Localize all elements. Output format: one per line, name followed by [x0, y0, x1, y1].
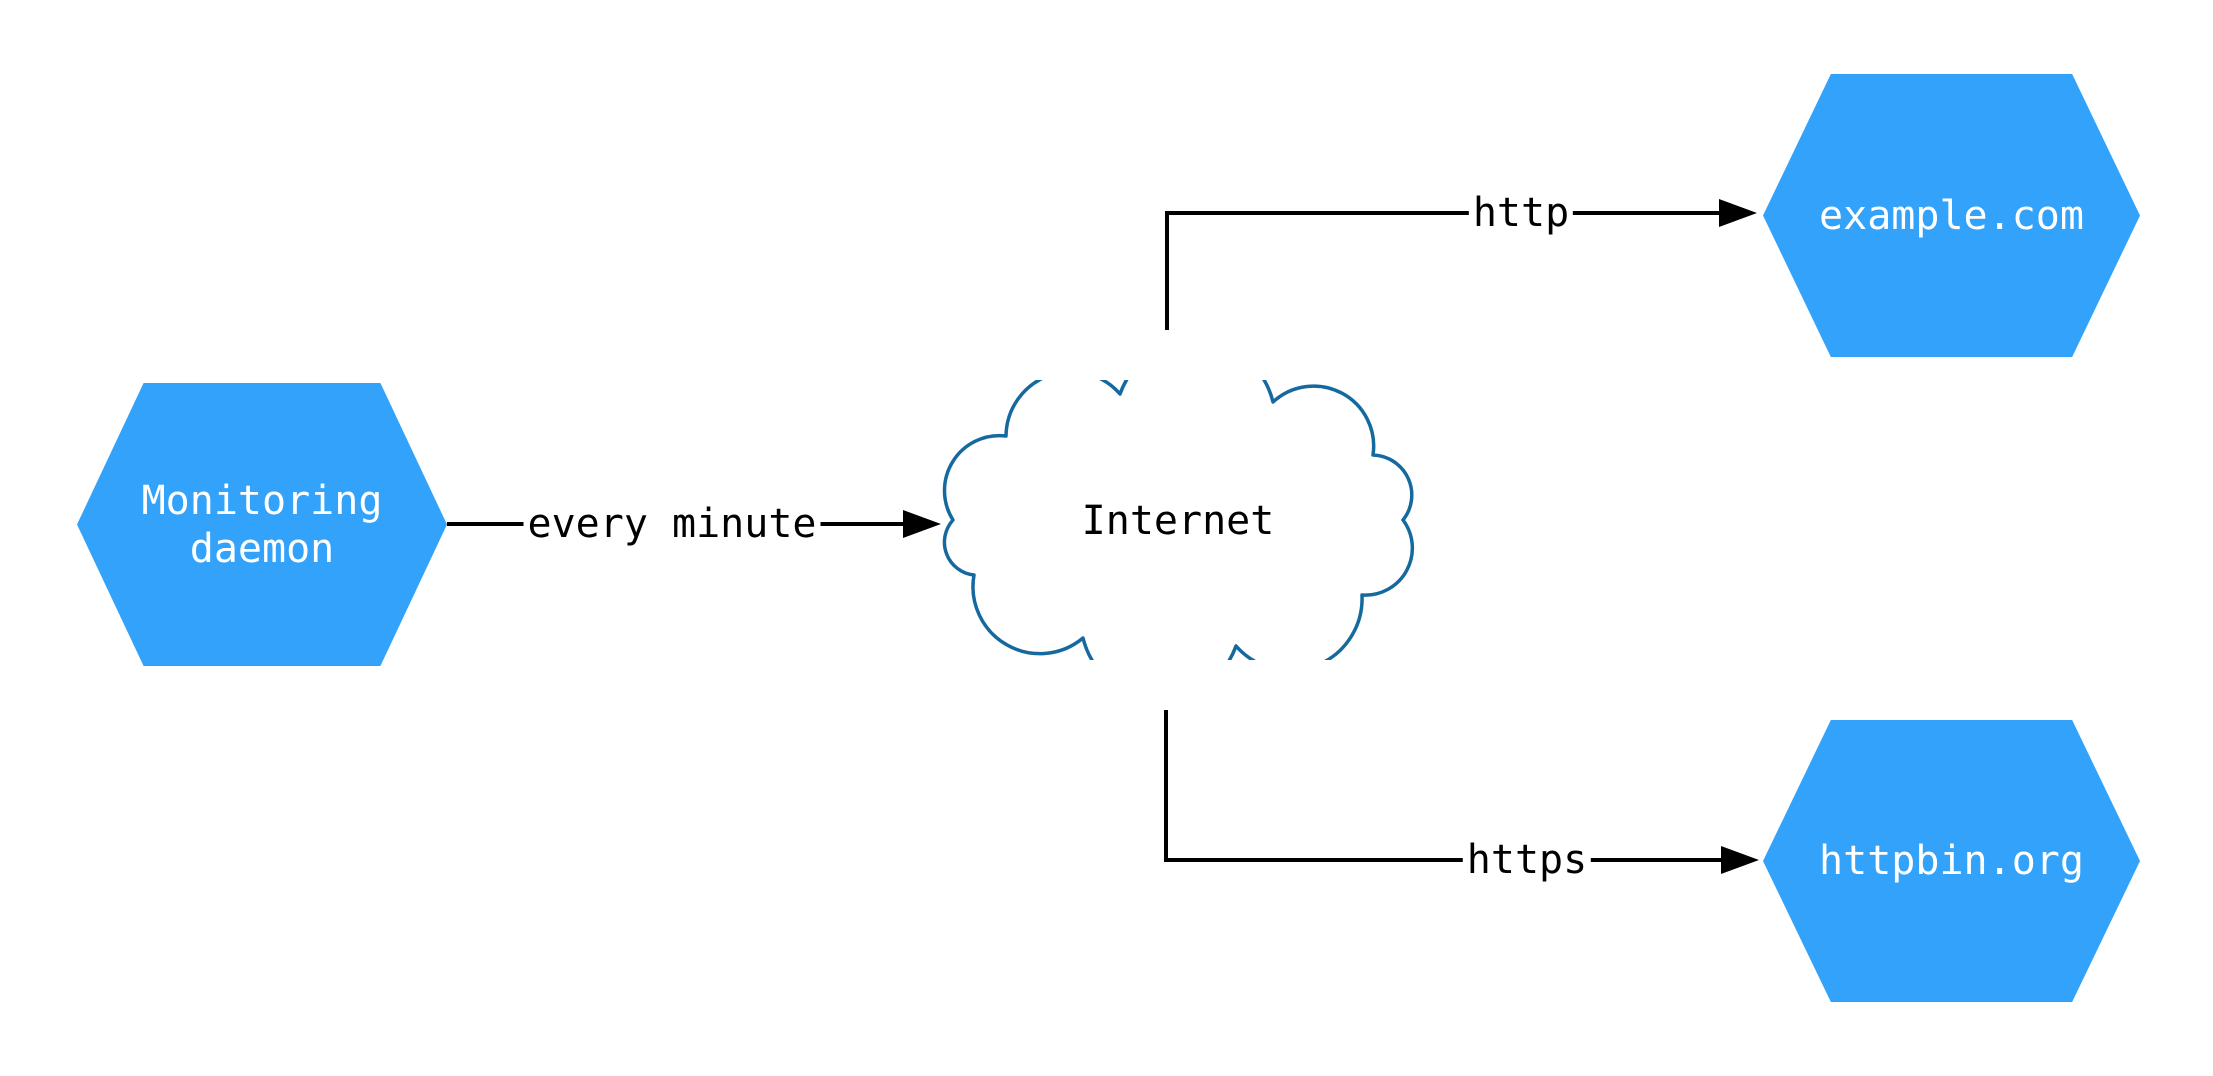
node-internet-label: Internet	[1081, 498, 1275, 544]
node-monitoring-daemon: Monitoring daemon	[77, 383, 447, 666]
edge-http-line-horizontal	[1165, 211, 1719, 215]
edge-every-minute-label: every minute	[523, 502, 821, 546]
edge-https-line-horizontal	[1164, 858, 1721, 862]
edge-https-arrowhead-icon	[1721, 846, 1759, 874]
edge-https-line-vertical	[1164, 710, 1168, 862]
node-example-com-label: example.com	[1819, 192, 2084, 239]
edge-http-label: http	[1468, 191, 1574, 235]
edge-every-minute-arrowhead-icon	[903, 510, 941, 538]
edge-http-arrowhead-icon	[1719, 199, 1757, 227]
edge-https-label: https	[1462, 838, 1592, 882]
node-example-com: example.com	[1763, 74, 2140, 357]
node-internet	[942, 380, 1415, 660]
node-monitoring-daemon-label: Monitoring daemon	[141, 477, 383, 572]
node-httpbin-org-label: httpbin.org	[1819, 838, 2084, 884]
cloud-shape	[942, 380, 1415, 660]
edge-http-line-vertical	[1165, 211, 1169, 330]
node-httpbin-org: httpbin.org	[1763, 720, 2140, 1002]
